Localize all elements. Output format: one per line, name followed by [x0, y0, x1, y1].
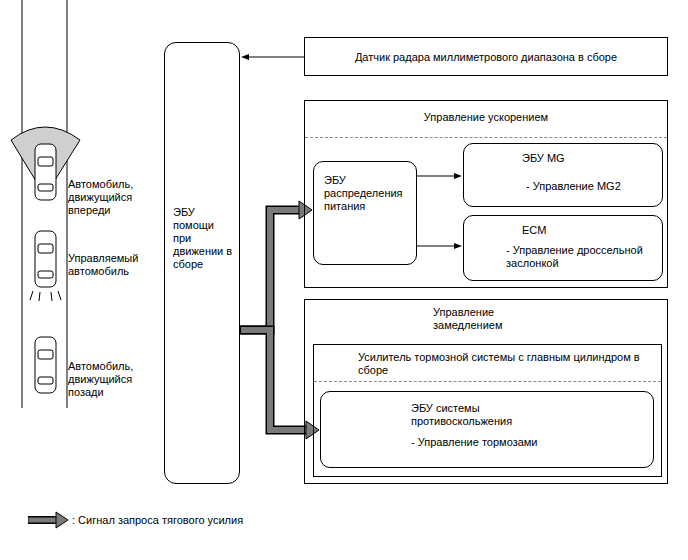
- legend-text: : Сигнал запроса тягового усилия: [72, 514, 372, 527]
- vehicle-label: Управляемый автомобиль: [68, 252, 158, 278]
- connector: [241, 54, 304, 60]
- ecu-column: ЭБУ помощи при движении в сборе: [164, 42, 240, 484]
- node-text: - Управление MG2: [526, 180, 656, 193]
- node-text: Датчик радара миллиметрового диапазона в…: [305, 51, 667, 64]
- node-text: ЭБУ системы противоскольжения: [411, 402, 551, 428]
- node-text: Управление замедлением: [433, 306, 563, 332]
- node-text: - Управление дроссельной заслонкой: [506, 244, 656, 270]
- connector: [240, 330, 319, 439]
- sensor-box: Датчик радара миллиметрового диапазона в…: [304, 37, 668, 76]
- dashed-divider: [314, 381, 661, 382]
- connector: [417, 243, 462, 249]
- legend-arrow-sample: [28, 512, 68, 528]
- node-text: Управление ускорением: [305, 111, 667, 124]
- node-text: ECM: [522, 224, 652, 237]
- node-text: - Управление тормозами: [411, 436, 631, 449]
- node-text: ЭБУ помощи при движении в сборе: [173, 206, 235, 271]
- booster-box: Усилитель тормозной системы с главным ци…: [313, 344, 662, 477]
- connector: [240, 201, 312, 330]
- ecm-box: ECM - Управление дроссельной заслонкой: [463, 215, 663, 281]
- group-panel: Управление замедлениемУсилитель тормозно…: [304, 299, 668, 484]
- vehicle-label: Автомобиль, движущийся впереди: [68, 178, 164, 217]
- ecu-box: ЭБУ распределения питания: [313, 161, 417, 265]
- node-text: ЭБУ MG: [522, 152, 652, 165]
- dashed-divider: [305, 137, 667, 138]
- connector: [417, 173, 462, 179]
- vehicle-label: Автомобиль, движущийся позади: [68, 360, 164, 399]
- node-text: Усилитель тормозной системы с главным ци…: [358, 351, 653, 377]
- node-text: ЭБУ распределения питания: [324, 174, 414, 213]
- group-panel: Управление ускорениемЭБУ распределения п…: [304, 100, 668, 288]
- ecu-box: ЭБУ системы противоскольжения - Управлени…: [320, 391, 654, 468]
- ecu-box: ЭБУ MG - Управление MG2: [463, 143, 663, 207]
